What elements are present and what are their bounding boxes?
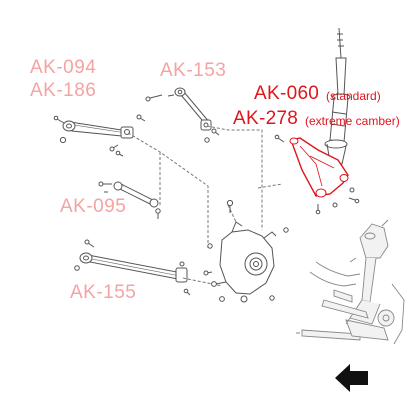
label-ak060-note: (standard) [326,89,381,103]
label-ak094: AK-094 [30,57,97,78]
label-ak153: AK-153 [160,60,227,81]
arm-ak094-ak186 [53,114,146,157]
label-ak278-note: (extreme camber) [305,114,400,128]
direction-arrow-icon [335,364,368,392]
arm-ak060-ak278 [274,134,360,215]
label-ak060: AK-060 [254,83,320,104]
label-ak278: AK-278 [233,108,299,129]
arm-ak095 [98,181,161,219]
knuckle [203,199,289,303]
label-ak155: AK-155 [70,282,137,303]
strut [324,27,351,165]
vehicle-context [296,219,405,345]
assembly-guide-lines [127,125,283,287]
arm-ak153 [145,87,220,143]
label-ak186: AK-186 [30,80,97,101]
label-ak095: AK-095 [60,196,127,217]
